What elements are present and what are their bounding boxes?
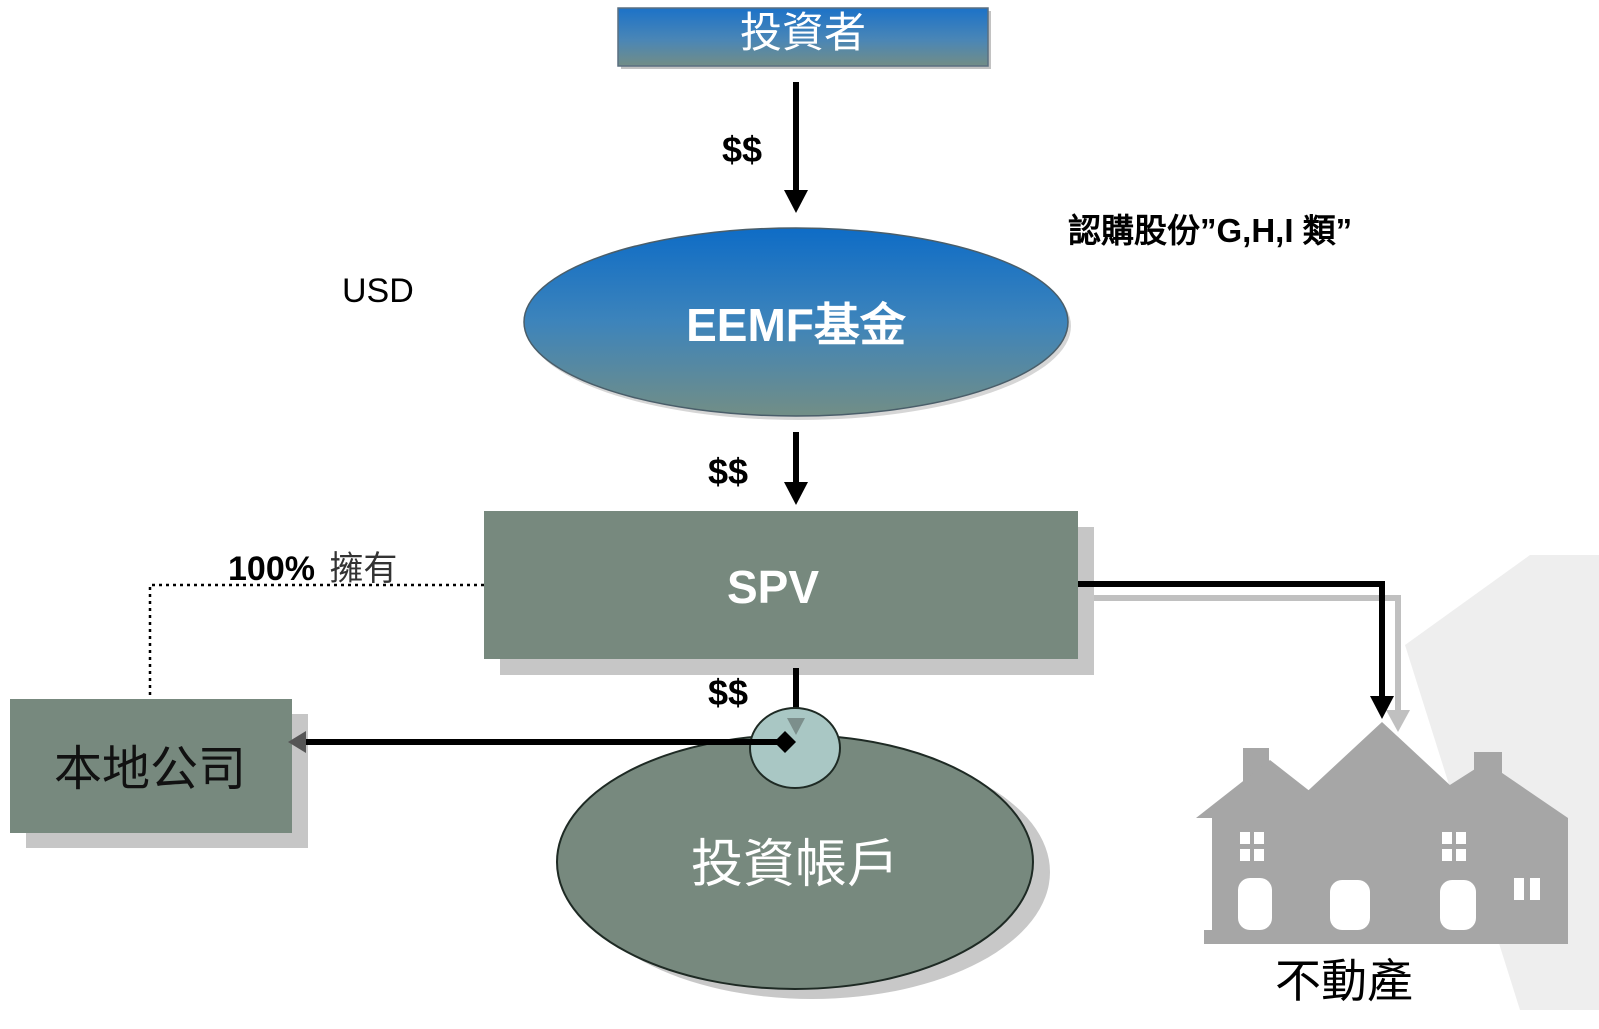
currency-label: USD [342,272,414,310]
fund-node: EEMF基金 [523,227,1071,420]
money-label-3: $$ [708,672,748,713]
arrow-investor-to-fund [784,82,808,213]
investment-account-node: 投資帳戶 [556,734,1050,999]
investor-label: 投資者 [740,8,866,57]
local-company-node: 本地公司 [10,699,308,848]
real-estate-label: 不動產 [1275,954,1413,1008]
ownership-label: 100% 擁有 [228,549,397,589]
fund-label: EEMF基金 [686,299,907,351]
ownership-connector [148,583,484,700]
investor-node: 投資者 [617,7,991,69]
ownership-text: 擁有 [329,549,397,589]
investment-account-label: 投資帳戶 [691,835,899,895]
ownership-percent: 100% [228,550,315,588]
junction-circle [749,707,841,789]
arrow-fund-to-spv [784,432,808,505]
spv-node: SPV [484,511,1094,675]
money-label-1: $$ [722,129,762,170]
local-company-label: 本地公司 [54,741,246,797]
arrow-account-to-local-company [288,731,796,753]
arrow-spv-to-real-estate [1078,581,1410,732]
money-label-2: $$ [708,451,748,492]
houses-icon [1196,722,1568,944]
share-classes-label: 認購股份”G,H,I 類” [1068,212,1352,249]
spv-label: SPV [727,561,819,613]
